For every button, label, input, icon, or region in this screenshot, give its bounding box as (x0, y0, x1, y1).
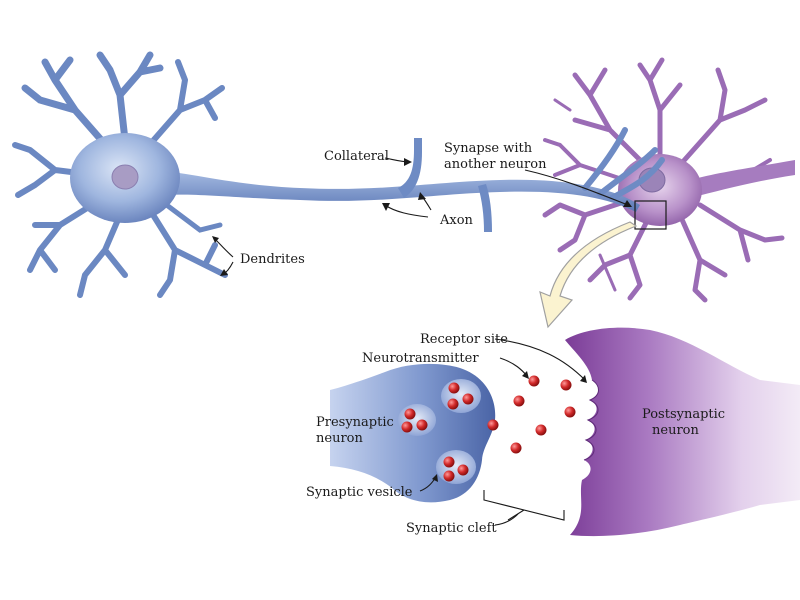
postsynaptic-membrane (565, 327, 800, 537)
neurotransmitter-dot (457, 464, 469, 476)
label-postsynaptic-line2: neuron (652, 423, 699, 438)
label-presynaptic-line1: Presynaptic (316, 415, 394, 430)
synapse-highlight-box (634, 200, 667, 230)
synaptic-vesicle-bottom (436, 450, 476, 484)
label-synapse-line2: another neuron (444, 157, 547, 172)
blue-dendrites (12, 51, 228, 298)
presynaptic-neuron-top (12, 51, 665, 298)
axon-leader-left (384, 204, 429, 218)
label-presynaptic-line2: neuron (316, 431, 363, 446)
leader-arrowheads (212, 158, 632, 482)
synaptic-vesicle-top (441, 379, 481, 413)
label-synaptic-vesicle: Synaptic vesicle (306, 485, 413, 500)
axon (150, 170, 640, 212)
neurotransmitter-dot (401, 421, 413, 433)
neurotransmitter-dot (416, 419, 428, 431)
neurotransmitter-dot (535, 424, 547, 436)
neurotransmitters (401, 375, 576, 482)
neurotransmitter-dot (462, 393, 474, 405)
neurotransmitter-leader (499, 357, 528, 377)
axon-branch (478, 184, 492, 232)
blue-nucleus (111, 164, 139, 190)
postsynaptic-neuron-top (542, 57, 795, 303)
neurotransmitter-dot (510, 442, 522, 454)
axon-collateral (398, 138, 422, 198)
cleft-leader (494, 513, 519, 526)
receptor-sites (583, 379, 599, 461)
label-axon: Axon (439, 213, 474, 228)
neurotransmitter-dot (404, 408, 416, 420)
neurotransmitter-dot (528, 375, 540, 387)
label-postsynaptic-line1: Postsynaptic (642, 407, 725, 422)
neurotransmitter-dot (447, 398, 459, 410)
postsynaptic-neuron-enlarged (565, 327, 800, 537)
label-receptor-site: Receptor site (420, 332, 508, 347)
label-neurotransmitter: Neurotransmitter (362, 351, 479, 366)
neurotransmitter-dot (443, 470, 455, 482)
neurotransmitter-dot (443, 456, 455, 468)
neurotransmitter-dot (513, 395, 525, 407)
purple-axon-tail (690, 160, 795, 198)
label-collateral: Collateral (324, 149, 389, 164)
neurotransmitter-dot (487, 419, 499, 431)
synapse-leader (524, 169, 629, 206)
axon-terminals (582, 127, 665, 201)
label-synapse-line1: Synapse with (444, 141, 533, 156)
neurotransmitter-dot (560, 379, 572, 391)
zoom-arrow (539, 221, 638, 329)
receptor-leader (494, 338, 586, 381)
label-dendrites: Dendrites (240, 252, 305, 267)
label-synaptic-cleft: Synaptic cleft (406, 521, 497, 536)
neurotransmitter-dot (564, 406, 576, 418)
synaptic-cleft-bracket (483, 490, 565, 521)
neurotransmitter-dot (448, 382, 460, 394)
